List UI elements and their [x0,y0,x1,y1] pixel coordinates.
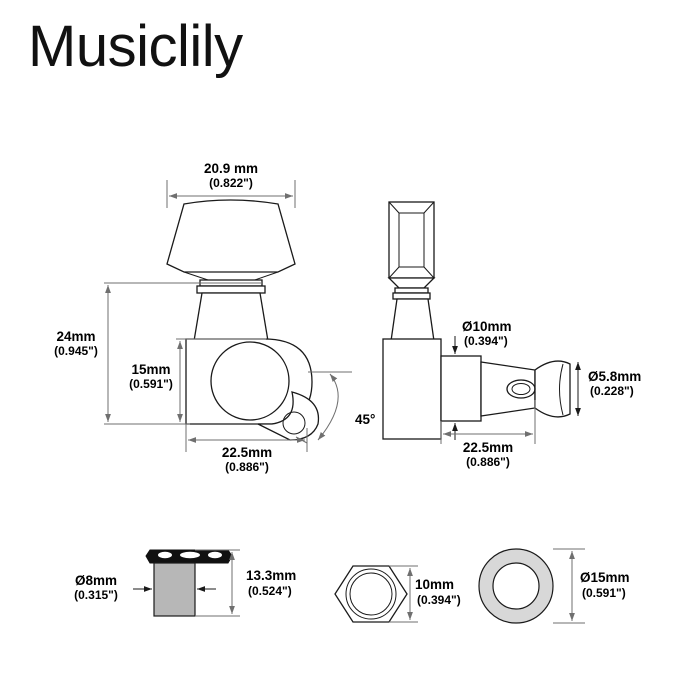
dim-post-diameter-value: Ø5.8mm [588,369,641,384]
dim-hexnut-size [389,565,418,623]
dim-housing-width [185,424,308,452]
dim-bushing-height-inch: (0.524") [248,584,292,598]
dim-housing-width-value: 22.5mm [222,445,272,460]
dim-post-length-inch: (0.886") [466,455,510,469]
string-post-shaft [480,361,536,417]
dim-bushing-height [195,549,240,617]
button-side-taper [387,277,436,289]
tuner-button-side-inner [398,212,425,268]
dim-washer-diameter-inch: (0.591") [582,586,626,600]
dim-post-length [440,400,536,444]
washer-hole [492,562,540,610]
bushing-flange-cut-2 [180,551,200,559]
hex-nut-outer-circle [345,568,397,620]
dim-total-height-inch: (0.945") [54,344,98,358]
dim-housing-height-value: 15mm [131,362,170,377]
dim-housing-height-inch: (0.591") [129,377,173,391]
bushing-flange-cut-1 [158,551,172,559]
string-hole-inner [511,383,531,395]
dim-screw-angle-value: 45° [355,412,375,427]
bushing-body [153,562,196,617]
washer-group: Ø15mm (0.591") [478,548,630,624]
dim-hexnut-size-value: 10mm [415,577,454,592]
dim-post-base-inch: (0.394") [464,334,508,348]
button-side-collar-2 [392,292,431,300]
dim-bushing-diameter-inch: (0.315") [74,588,118,602]
tuner-shaft-front [193,292,269,342]
dim-post-diameter-inch: (0.228") [590,384,634,398]
hex-nut-group: 10mm (0.394") [334,565,461,623]
dim-bushing-height-value: 13.3mm [246,568,296,583]
dim-button-width [166,180,296,208]
tuner-button-side [388,201,435,279]
bushing-group: Ø8mm (0.315") 13.3mm (0.524") [74,549,296,617]
front-view-group: 20.9 mm (0.822") 24mm (0.945") 15mm (0.5… [54,161,375,474]
dim-washer-diameter-value: Ø15mm [580,570,630,585]
tuner-shaft-side [390,298,435,342]
button-collar-ring-2 [196,285,266,294]
dim-screw-angle [295,371,352,444]
screw-hole-front [282,411,306,435]
string-post-head [534,360,571,418]
dim-button-width-value: 20.9 mm [204,161,258,176]
dim-post-length-value: 22.5mm [463,440,513,455]
string-post-head-bevel [559,363,564,416]
button-side-collar-1 [394,287,429,294]
tuner-button-side-bevels [388,201,435,279]
dim-total-height-value: 24mm [56,329,95,344]
post-base-side [440,355,482,422]
dim-housing-height [176,338,266,425]
tuner-housing-side [382,338,442,440]
dim-bushing-diameter-value: Ø8mm [75,573,117,588]
dim-total-height [104,282,262,425]
hex-nut-inner-circle [349,572,393,616]
string-hole [506,379,536,399]
dim-button-width-inch: (0.822") [209,176,253,190]
dim-hexnut-size-inch: (0.394") [417,593,461,607]
dim-post-base-value: Ø10mm [462,319,512,334]
tuner-button-front [166,199,296,273]
page-title: Musiclily [28,14,243,79]
string-post-bore-front [210,341,290,421]
bushing-flange-cut-3 [208,551,222,559]
dim-housing-width-inch: (0.886") [225,460,269,474]
dim-washer-diameter [553,548,585,624]
side-view-group: Ø10mm (0.394") Ø5.8mm (0.228") 22.5mm (0… [382,201,641,469]
